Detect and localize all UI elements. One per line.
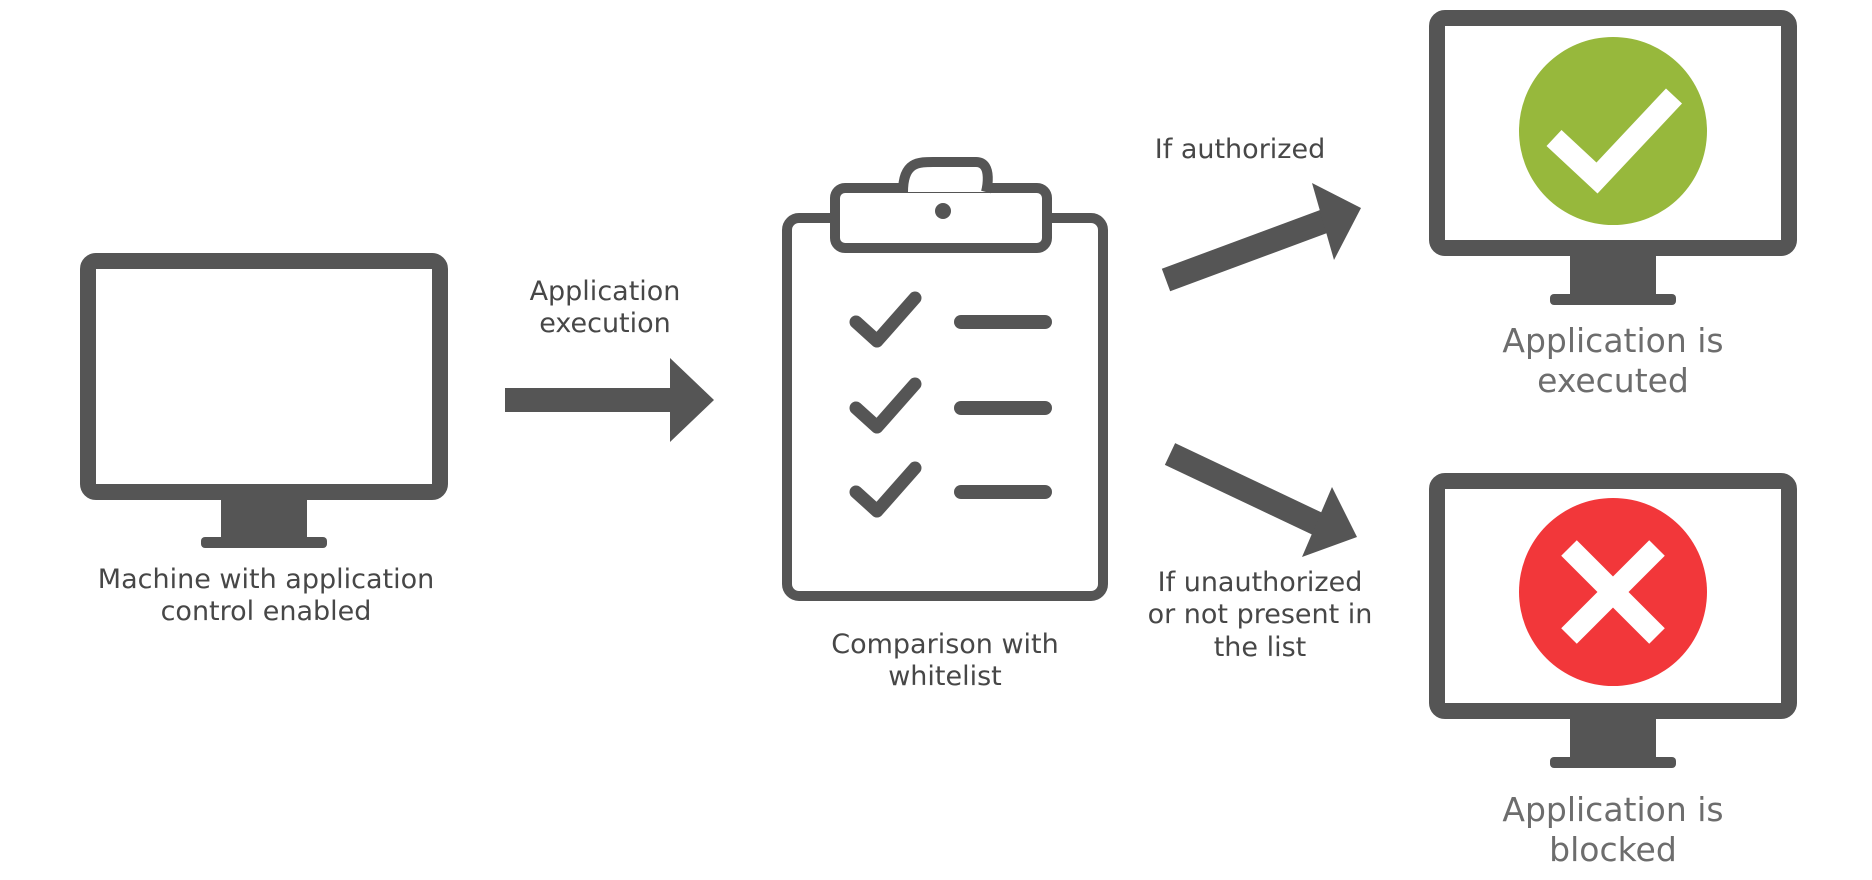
blocked-result-label-line: Application is [1502, 790, 1724, 829]
blocked-monitor-icon [1429, 473, 1797, 768]
unauthorized-branch-label-line: the list [1213, 631, 1307, 663]
executed-result-label-line: executed [1537, 360, 1689, 400]
authorized-arrow [1161, 183, 1361, 292]
source-machine-label-line: control enabled [160, 596, 372, 628]
whitelist-label-line: whitelist [888, 661, 1002, 693]
executed-result-label-line: Application is [1502, 321, 1724, 360]
authorized-branch-label: If authorized [1130, 134, 1350, 166]
source-machine-label-line: Machine with application [97, 564, 435, 595]
blocked-result-label-line: blocked [1549, 829, 1677, 869]
x-circle-icon [1519, 498, 1707, 686]
clipboard-checklist-icon [782, 156, 1108, 601]
whitelist-label: Comparison with whitelist [800, 629, 1090, 694]
executed-monitor-icon [1429, 10, 1797, 305]
execution-arrow-label: Application execution [500, 276, 710, 341]
check-circle-icon [1519, 37, 1707, 225]
unauthorized-branch-label-line: or not present in [1147, 599, 1373, 631]
execution-arrow [505, 358, 714, 442]
checklist-item [849, 377, 1052, 434]
unauthorized-branch-label: If unauthorized or not present in the li… [1120, 567, 1400, 664]
checklist-item [849, 291, 1052, 348]
unauthorized-branch-label-line: If unauthorized [1157, 567, 1363, 598]
whitelist-label-line: Comparison with [831, 629, 1059, 660]
blocked-result-label: Application is blocked [1453, 790, 1773, 869]
unauthorized-arrow [1164, 443, 1357, 557]
checklist-item [849, 461, 1052, 518]
execution-arrow-label-line: Application [529, 276, 681, 307]
authorized-branch-label-line: If authorized [1154, 134, 1326, 165]
source-monitor-icon [80, 253, 448, 548]
source-machine-label: Machine with application control enabled [84, 564, 448, 629]
execution-arrow-label-line: execution [539, 308, 671, 340]
executed-result-label: Application is executed [1453, 321, 1773, 400]
